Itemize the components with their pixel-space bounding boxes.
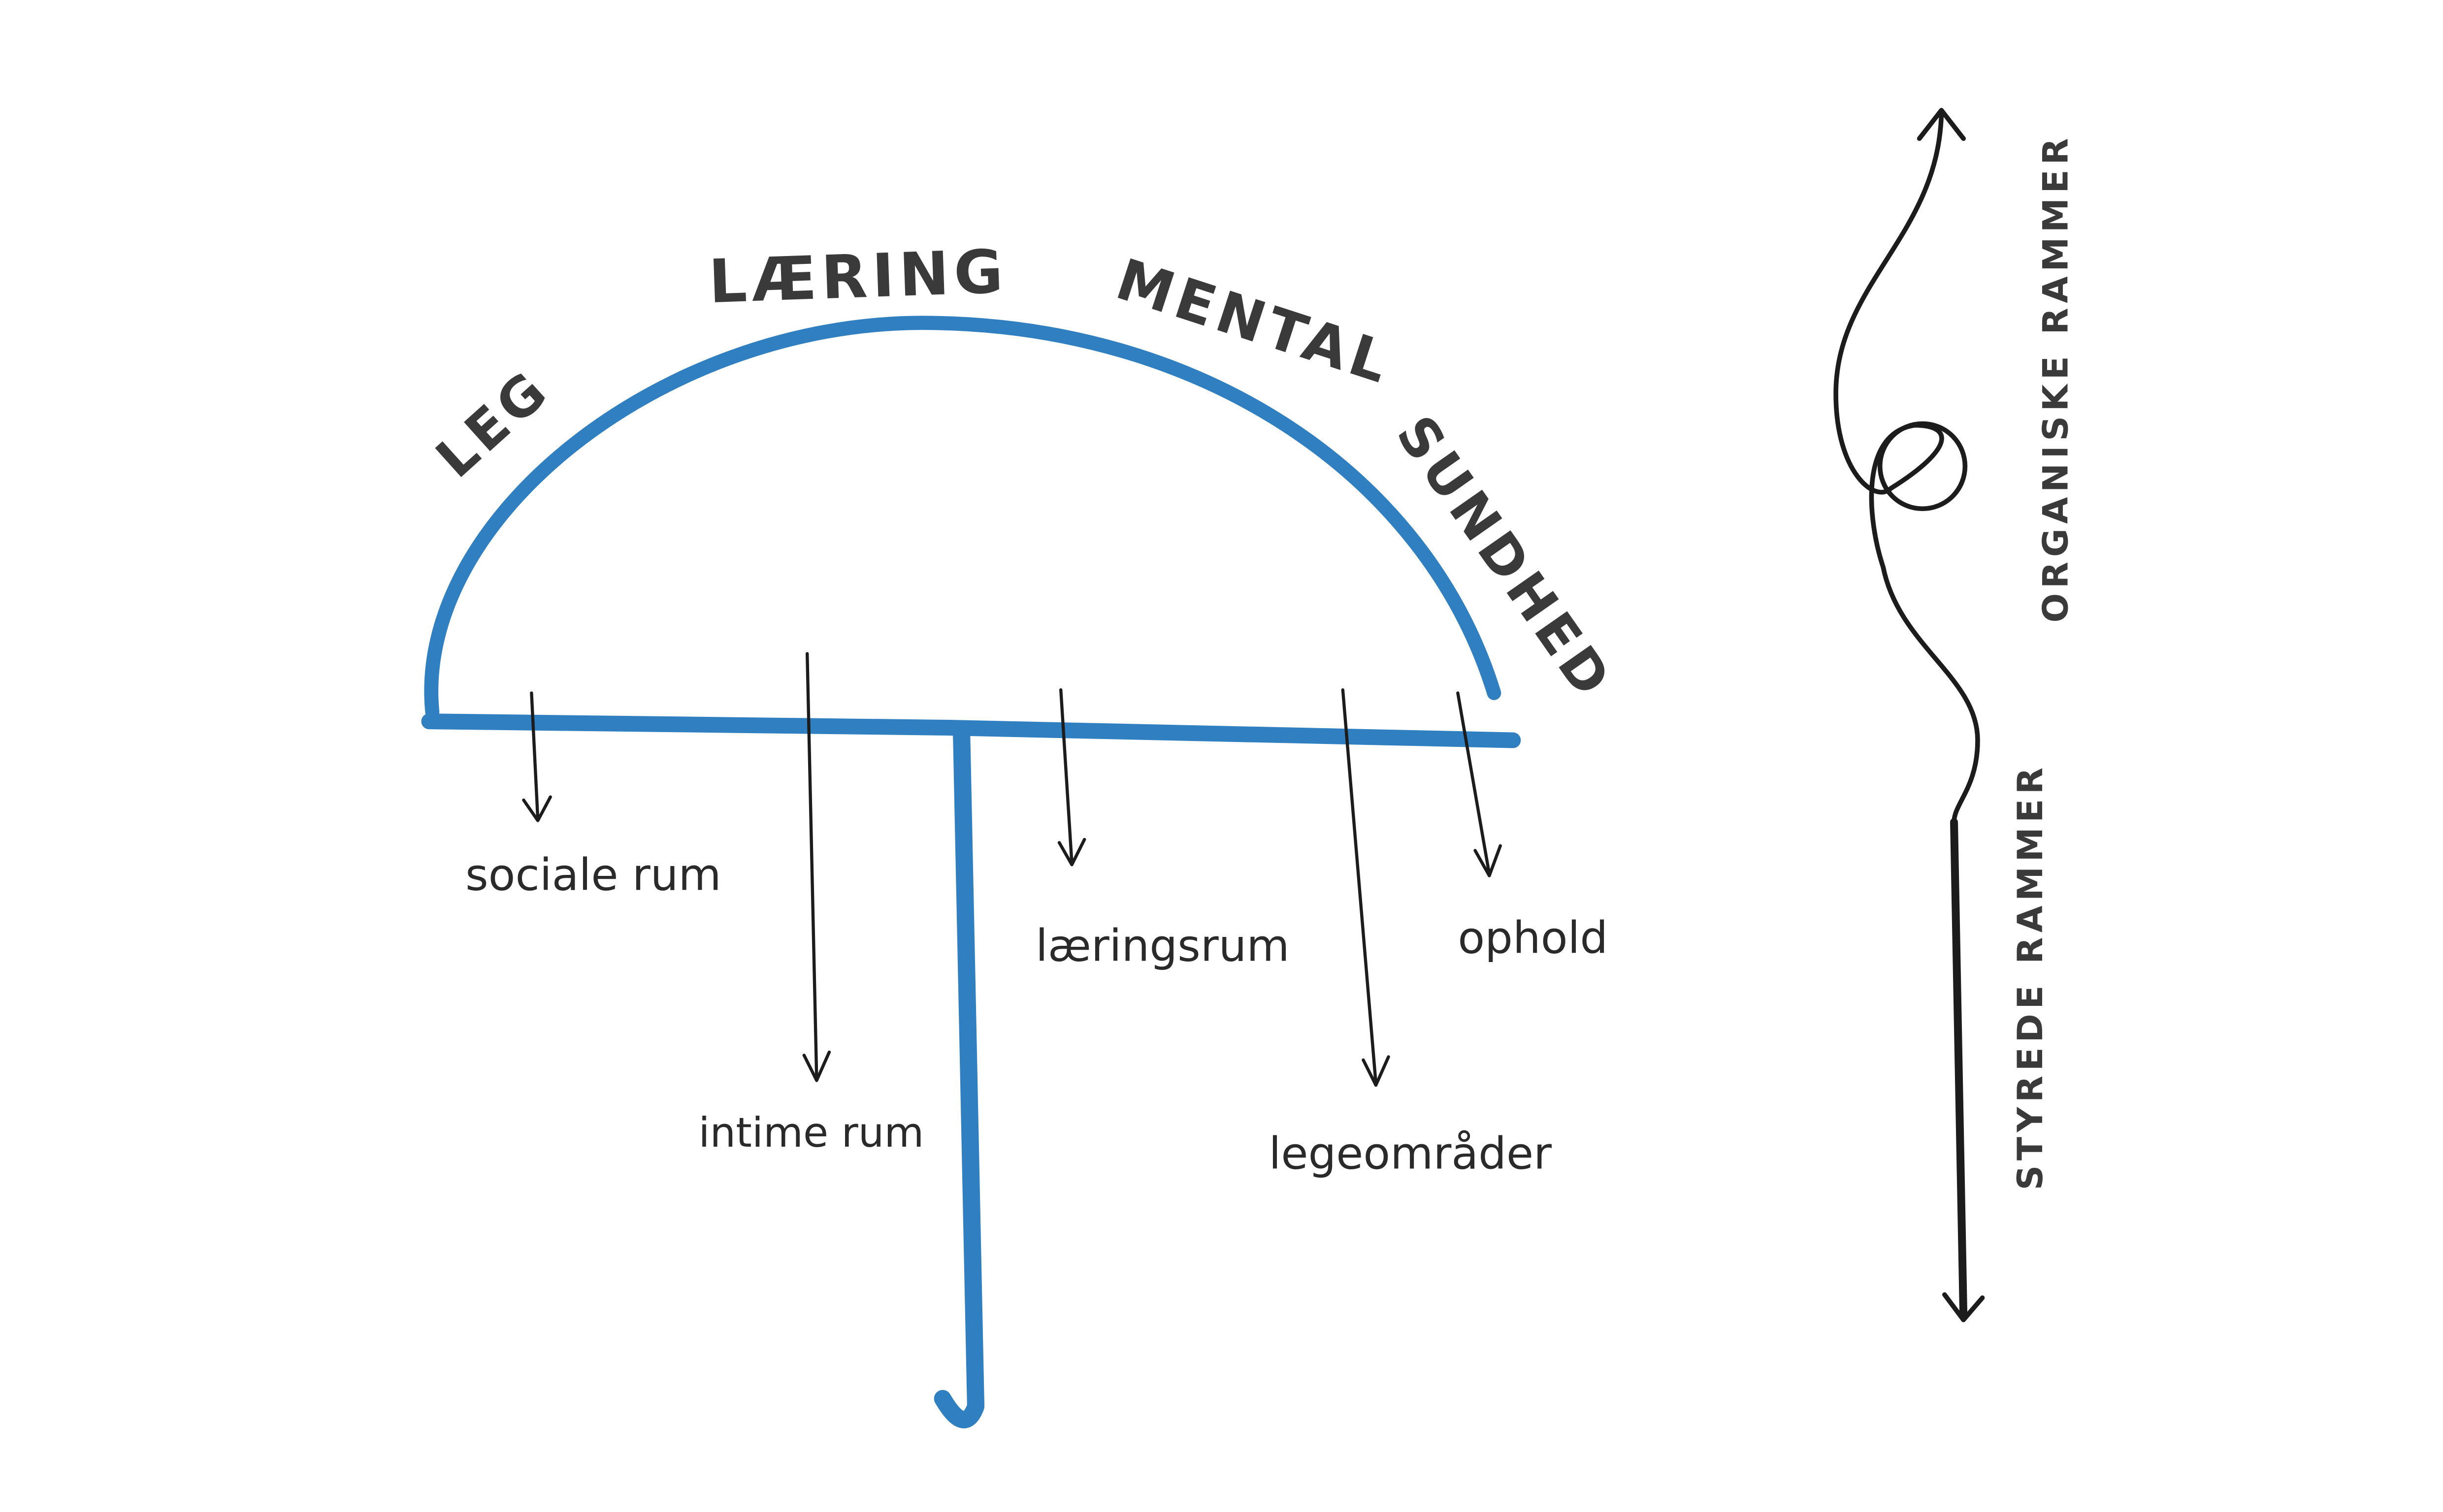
organic-wavy-line (1833, 111, 1980, 825)
umbrella-canopy (424, 316, 1501, 719)
label-laeringsrum: læringsrum (1036, 920, 1290, 971)
organic-loop (1877, 421, 1968, 512)
arrow-laering (1057, 688, 1086, 867)
arrow-head-bottom-icon (1942, 1292, 1985, 1322)
label-sociale-rum: sociale rum (465, 849, 721, 901)
label-legeomraader: legeområder (1269, 1128, 1552, 1180)
label-mental: MENTAL (1108, 247, 1400, 397)
arrow-sociale (522, 691, 552, 822)
arrow-lege (1341, 688, 1390, 1087)
umbrella-handle (934, 725, 985, 1428)
label-styrede-rammer: STYREDE RAMMER (2010, 763, 2051, 1190)
label-intime-rum: intime rum (698, 1109, 924, 1157)
label-ophold: ophold (1458, 912, 1608, 964)
umbrella-base-line (421, 713, 1521, 748)
structured-straight-line (1950, 818, 1968, 1321)
arrow-head-top-icon (1917, 108, 1966, 141)
arrow-ophold (1456, 691, 1502, 877)
arrows (522, 652, 1502, 1087)
label-laering: LÆRING (708, 236, 1009, 317)
arrow-intime (802, 652, 831, 1082)
label-organiske-rammer: ORGANISKE RAMMER (2035, 133, 2076, 622)
